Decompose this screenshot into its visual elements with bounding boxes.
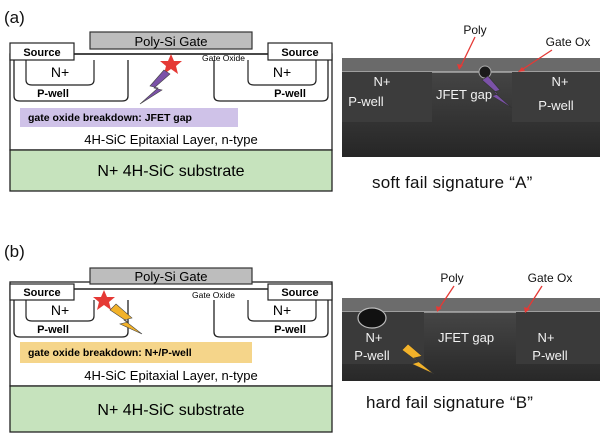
sem-pwell-right-label: P-well [532, 348, 568, 363]
sem-poly-layer [342, 58, 600, 72]
poly-pointer-head [457, 64, 463, 70]
lightning-bolt-icon [139, 69, 171, 105]
sem-poly-label: Poly [463, 23, 486, 37]
sem-defect [478, 65, 492, 79]
n-plus-right [247, 300, 317, 322]
source-right [267, 42, 333, 61]
sem-defect [357, 307, 387, 329]
sem-lightning-bolt-icon [481, 75, 513, 109]
gate-label: Poly-Si Gate [135, 34, 208, 49]
poly-pointer [437, 285, 455, 311]
sem-pwell-right-label: P-well [538, 98, 574, 113]
n-plus-left-label: N+ [51, 64, 69, 80]
gate-ox-pointer [525, 285, 543, 312]
source-left [9, 42, 75, 61]
device-cross-section: Poly-Si Gate Gate Oxide Source Source N+… [9, 267, 333, 433]
substrate-label: N+ 4H-SiC substrate [97, 402, 244, 419]
n-plus-right [247, 60, 317, 86]
sem-poly-layer [342, 298, 600, 312]
poly-pointer [459, 36, 476, 69]
substrate [9, 149, 333, 192]
sem-nplus-left: N+ [374, 74, 391, 89]
p-well-right [213, 60, 329, 102]
lightning-bolt-icon [109, 303, 143, 335]
p-well-left [13, 60, 129, 102]
sem-poly-label: Poly [440, 271, 463, 285]
breakdown-label-box [20, 342, 252, 363]
sem-jfet-label: JFET gap [436, 87, 492, 102]
sem-nplus-right: N+ [538, 330, 555, 345]
epitaxial-layer [9, 53, 333, 151]
sem-gate-ox-label: Gate Ox [546, 35, 591, 49]
source-right-label: Source [281, 287, 318, 299]
gate-oxide-label: Gate Oxide [192, 290, 235, 300]
poly-si-gate [89, 267, 253, 285]
p-well-right-label: P-well [274, 324, 306, 336]
p-well-left [13, 300, 129, 338]
breakdown-label: gate oxide breakdown: N+/P-well [28, 347, 192, 359]
epitaxial-label: 4H-SiC Epitaxial Layer, n-type [84, 368, 257, 383]
gate-label: Poly-Si Gate [135, 269, 208, 284]
sem-gate-ox-label: Gate Ox [528, 271, 573, 285]
sem-lightning-bolt-icon [401, 343, 435, 375]
source-left-label: Source [23, 47, 60, 59]
source-left-label: Source [23, 287, 60, 299]
caption: soft fail signature “A” [372, 173, 533, 192]
p-well-left-label: P-well [37, 88, 69, 100]
gate-oxide-label: Gate Oxide [202, 53, 245, 63]
panel-a: (a) Poly-Si Gate Gate Oxide Source Sourc… [4, 8, 600, 192]
n-plus-left-label: N+ [51, 302, 69, 318]
gate-ox-pointer-head [524, 307, 530, 313]
sem-pwell-left-label: P-well [354, 348, 390, 363]
sem-pwell-left [342, 72, 432, 122]
sem-nplus-left: N+ [366, 330, 383, 345]
gate-ox-pointer [519, 49, 553, 72]
poly-si-gate [89, 31, 253, 50]
substrate-label: N+ 4H-SiC substrate [97, 163, 244, 180]
panel-label: (a) [4, 8, 25, 27]
caption: hard fail signature “B” [366, 393, 534, 412]
p-well-right [213, 300, 329, 338]
source-right [267, 283, 333, 301]
substrate [9, 385, 333, 433]
sem-nplus-right: N+ [552, 74, 569, 89]
poly-pointer-head [436, 306, 442, 312]
p-well-right-label: P-well [274, 88, 306, 100]
breakdown-star-icon [93, 290, 115, 310]
n-plus-left [25, 60, 95, 86]
breakdown-label-box [20, 108, 238, 127]
sem-pwell-left-label: P-well [348, 94, 384, 109]
sem-pwell-right [512, 72, 600, 122]
breakdown-label: gate oxide breakdown: JFET gap [28, 112, 192, 124]
sem-image: Poly Gate Ox N+ N+ P-well P-well JFET ga… [342, 23, 600, 157]
breakdown-star-icon [160, 54, 182, 74]
n-plus-right-label: N+ [273, 64, 291, 80]
n-plus-left [25, 300, 95, 322]
sem-pwell-right [516, 312, 600, 364]
source-right-label: Source [281, 47, 318, 59]
sem-jfet-label: JFET gap [438, 330, 494, 345]
epitaxial-label: 4H-SiC Epitaxial Layer, n-type [84, 132, 257, 147]
panel-b: (b) Poly-Si Gate Gate Oxide Source Sourc… [0, 218, 603, 436]
source-left [9, 283, 75, 301]
sem-image: Poly Gate Ox N+ N+ P-well P-well JFET ga… [342, 271, 600, 381]
gate-ox-pointer-head [518, 67, 525, 72]
panel-label: (b) [4, 242, 25, 261]
n-plus-right-label: N+ [273, 302, 291, 318]
p-well-left-label: P-well [37, 324, 69, 336]
device-cross-section: Poly-Si Gate Gate Oxide Source Source N+… [9, 31, 333, 192]
